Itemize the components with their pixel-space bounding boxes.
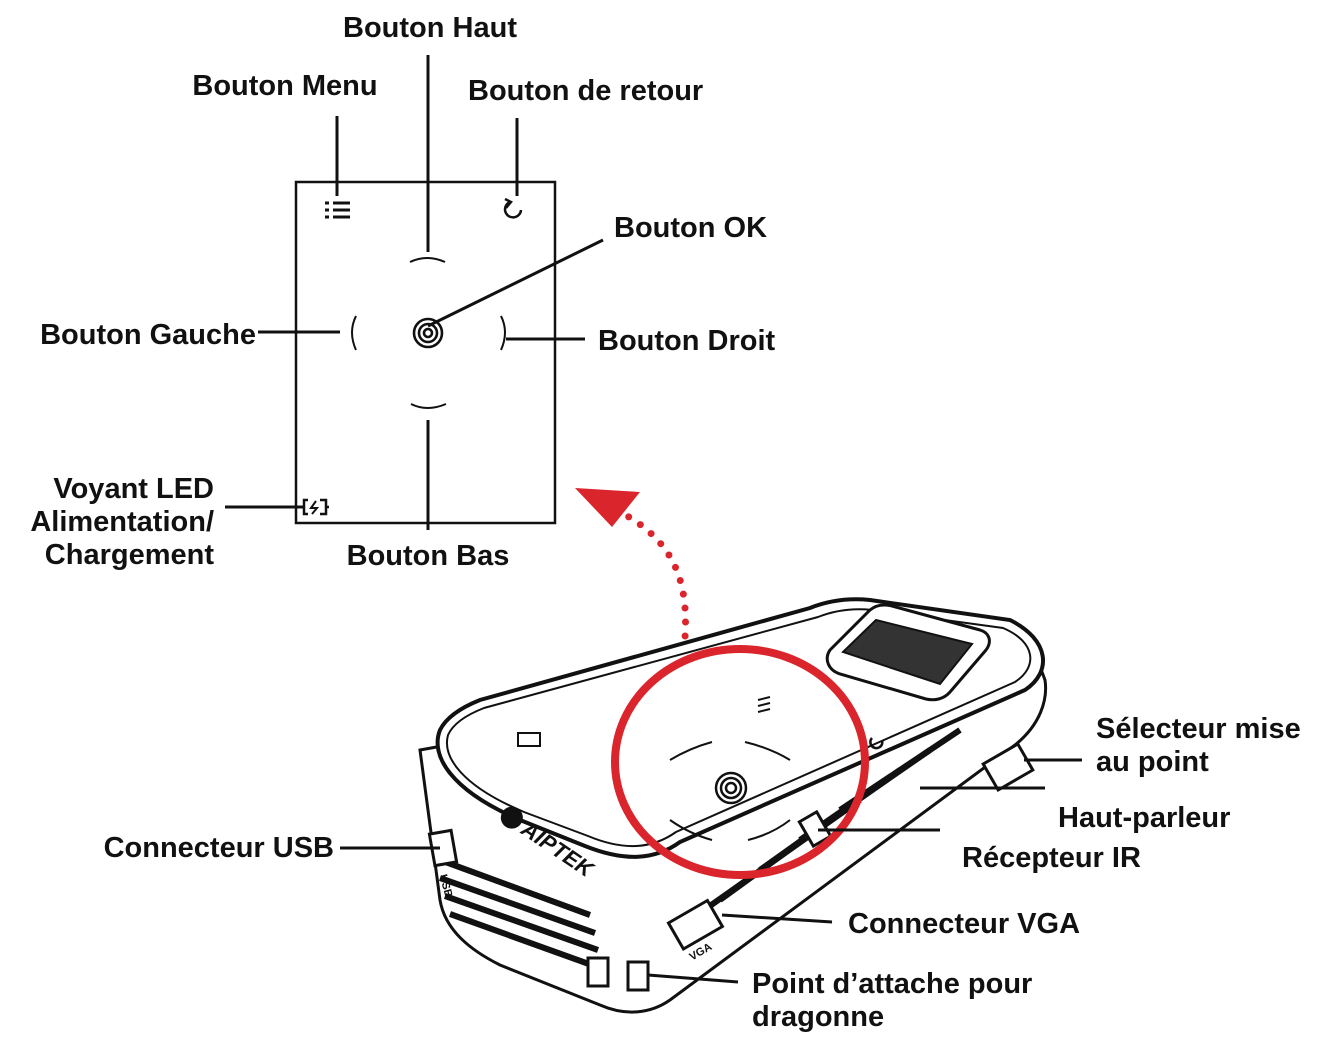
label-selecteur-line2: au point bbox=[1096, 746, 1209, 778]
label-bouton-ok: Bouton OK bbox=[614, 212, 768, 244]
label-voyant-led-line1: Voyant LED bbox=[53, 473, 214, 505]
menu-icon bbox=[325, 201, 350, 219]
label-voyant-led-line3: Chargement bbox=[44, 539, 214, 571]
label-bouton-retour: Bouton de retour bbox=[468, 75, 704, 107]
return-icon bbox=[503, 197, 523, 219]
label-bouton-gauche: Bouton Gauche bbox=[40, 319, 256, 351]
red-dotted-arrow bbox=[575, 488, 689, 654]
ok-icon bbox=[412, 317, 444, 349]
projector-device: AIPTEK USB VGA bbox=[418, 597, 1048, 1014]
device-ok-icon bbox=[714, 771, 748, 805]
label-voyant-led: Voyant LED Alimentation/ Chargement bbox=[0, 473, 214, 572]
up-button-arc bbox=[409, 257, 446, 263]
ir-receiver bbox=[797, 809, 833, 849]
strap-point-2 bbox=[626, 960, 650, 992]
highlight-ellipse bbox=[611, 645, 869, 879]
battery-charge-icon bbox=[302, 498, 329, 516]
label-bouton-bas: Bouton Bas bbox=[346, 540, 510, 572]
label-point-attache-line2: dragonne bbox=[752, 1001, 885, 1033]
label-bouton-droit: Bouton Droit bbox=[598, 325, 776, 357]
leader-lines-device bbox=[340, 758, 1082, 984]
label-connecteur-usb: Connecteur USB bbox=[103, 832, 334, 864]
label-haut-parleur: Haut-parleur bbox=[1058, 802, 1231, 834]
usb-port bbox=[427, 828, 459, 868]
label-recepteur-ir: Récepteur IR bbox=[962, 842, 1141, 874]
vga-port bbox=[666, 898, 725, 952]
right-button-arc bbox=[500, 315, 506, 351]
device-return-icon bbox=[869, 737, 884, 750]
label-connecteur-vga: Connecteur VGA bbox=[848, 908, 1081, 940]
label-voyant-led-line2: Alimentation/ bbox=[30, 506, 214, 538]
label-point-attache: Point d’attache pour dragonne bbox=[752, 968, 1032, 1034]
leader-lines-panel bbox=[225, 55, 604, 530]
device-menu-icon bbox=[757, 696, 771, 713]
down-button-arc bbox=[410, 403, 447, 409]
left-button-arc bbox=[351, 315, 357, 351]
label-point-attache-line1: Point d’attache pour bbox=[752, 968, 1033, 1000]
device-battery-icon bbox=[517, 732, 541, 747]
usb-port-text: USB bbox=[437, 873, 455, 899]
strap-point-1 bbox=[586, 956, 610, 988]
focus-selector bbox=[981, 741, 1035, 793]
control-panel bbox=[294, 180, 557, 525]
label-selecteur: Sélecteur mise au point bbox=[1096, 713, 1301, 779]
label-selecteur-line1: Sélecteur mise bbox=[1096, 713, 1301, 745]
label-bouton-menu: Bouton Menu bbox=[192, 70, 378, 102]
label-bouton-haut: Bouton Haut bbox=[343, 12, 517, 44]
